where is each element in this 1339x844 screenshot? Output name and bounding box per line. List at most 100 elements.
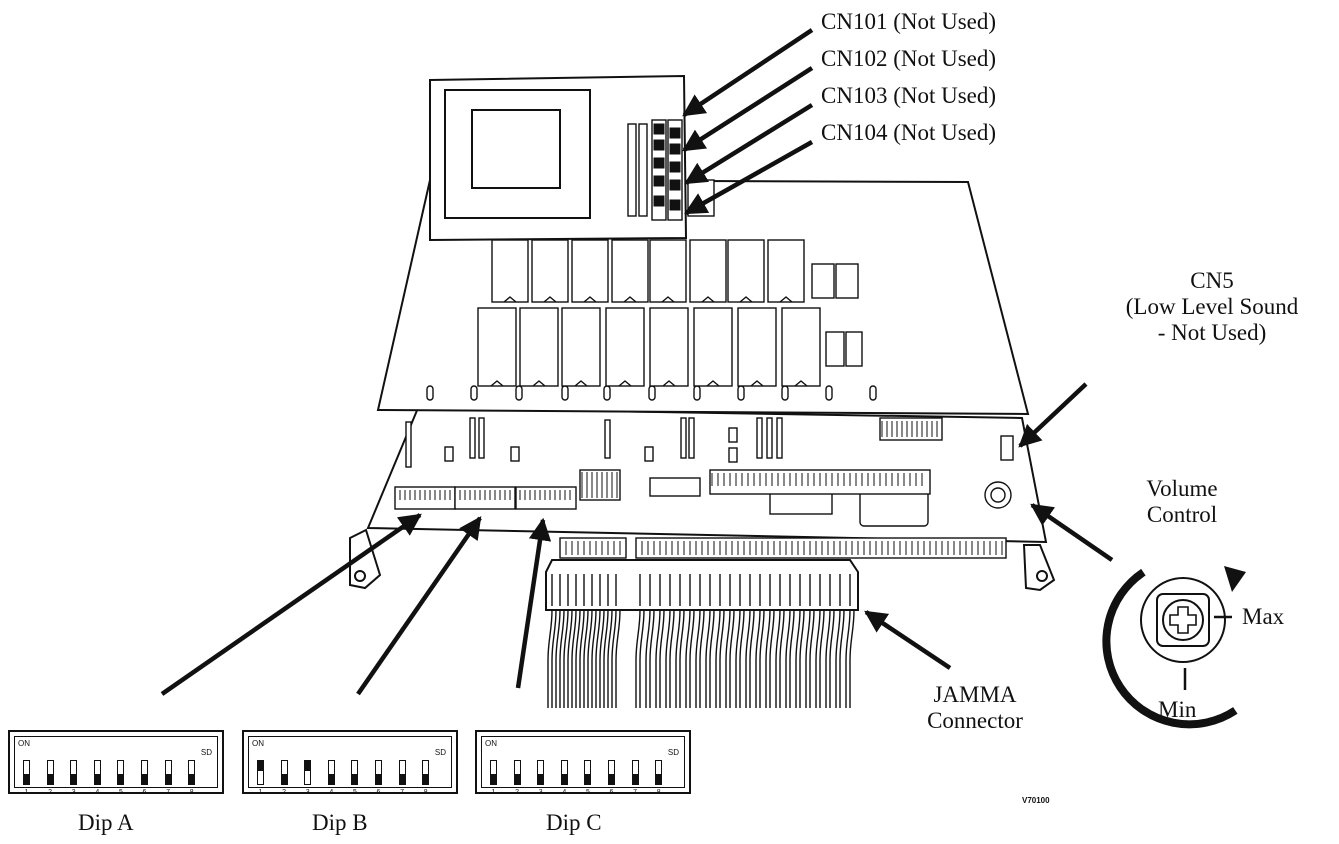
dip-a-label: Dip A — [78, 810, 134, 835]
standoff-hole — [781, 385, 789, 401]
standoff-hole — [561, 385, 569, 401]
dip-switch-2[interactable] — [513, 760, 521, 785]
dip-switch-2[interactable] — [46, 760, 54, 785]
dip-switch-6[interactable] — [608, 760, 615, 785]
jamma-wire — [599, 609, 605, 708]
jamma-wire — [785, 609, 791, 708]
cn5-label-line3: - Not Used) — [1157, 320, 1267, 345]
dip-switch-5[interactable] — [117, 760, 125, 785]
jamma-wire — [579, 609, 585, 708]
dip-switch-7[interactable] — [631, 760, 639, 785]
dip-switch-number: 3 — [305, 789, 310, 796]
dip-switch-4[interactable] — [93, 760, 101, 785]
connector-block — [669, 127, 681, 139]
dip-switch-3[interactable] — [304, 760, 312, 785]
rom-chip-bottom — [737, 307, 777, 387]
rom-chip-top — [531, 239, 569, 303]
dip-switch-knob — [47, 774, 53, 784]
jamma-wire — [669, 609, 675, 708]
jamma-wire — [559, 609, 565, 708]
dip-switch-number: 1 — [258, 789, 263, 796]
rom-chip-top — [649, 239, 687, 303]
dip-switch-1[interactable] — [257, 760, 264, 785]
volume-control-detail — [1140, 577, 1232, 690]
dip-switch-knob — [281, 774, 287, 784]
rom-chip-bottom — [477, 307, 517, 387]
dip-switch-3[interactable] — [537, 760, 545, 785]
dip-switch-number: 7 — [400, 789, 405, 796]
standoff-hole — [693, 385, 701, 401]
dip-switch-3[interactable] — [70, 760, 78, 785]
dip-switch-8[interactable] — [188, 760, 196, 785]
dip-switch-number: 5 — [352, 789, 357, 796]
connector-block — [653, 139, 665, 151]
dip-switch-2[interactable] — [280, 760, 288, 785]
jamma-wire — [655, 609, 661, 708]
rom-notch — [794, 380, 808, 387]
volume-label-line2: Control — [1146, 502, 1218, 527]
jamma-wire — [765, 609, 771, 708]
dip-on-label: ON — [252, 739, 264, 748]
cn5-label-line1: CN5 — [1190, 268, 1234, 293]
jamma-wire — [665, 609, 671, 708]
dip-switch-6[interactable] — [141, 760, 148, 785]
dip-switch-7[interactable] — [164, 760, 172, 785]
jamma-wire — [775, 609, 781, 708]
dip-switch-8[interactable] — [655, 760, 663, 785]
jamma-wire — [749, 609, 755, 708]
dip-switch-knob — [656, 774, 662, 784]
jamma-wire — [849, 609, 855, 708]
dip-sd-label: SD — [200, 748, 212, 757]
jamma-wire — [571, 609, 577, 708]
dip-switch-number: 6 — [609, 789, 614, 796]
max-label: Max — [1242, 604, 1285, 629]
dip-switch-4[interactable] — [560, 760, 568, 785]
edge-fingers — [559, 537, 1007, 559]
rom-chip-top — [689, 239, 727, 303]
lower-board-components — [394, 417, 1014, 527]
jamma-wire — [563, 609, 569, 708]
rom-notch — [750, 380, 764, 387]
jamma-wire — [639, 609, 645, 708]
jamma-wire — [769, 609, 775, 708]
jamma-wire — [739, 609, 745, 708]
dip-switch-4[interactable] — [327, 760, 335, 785]
dip-switch-1[interactable] — [23, 760, 30, 785]
dip-switch-knob — [328, 774, 334, 784]
dip-switch-knob — [423, 774, 429, 784]
dip-switch-5[interactable] — [351, 760, 359, 785]
dip-switch-7[interactable] — [398, 760, 406, 785]
standoff-hole — [825, 385, 833, 401]
cn5-label: CN5 (Low Level Sound - Not Used) — [1092, 268, 1332, 346]
dip-switch-number: 7 — [633, 789, 638, 796]
jamma-wire — [685, 609, 691, 708]
dip-switch-number: 8 — [423, 789, 428, 796]
rom-chip-top — [767, 239, 805, 303]
rom-chip-bottom — [561, 307, 601, 387]
jamma-wire — [839, 609, 845, 708]
jamma-wire — [699, 609, 705, 708]
dip-switch-knob — [94, 774, 100, 784]
dip-switch-8[interactable] — [422, 760, 430, 785]
rom-notch — [623, 296, 637, 303]
jamma-wire — [789, 609, 795, 708]
jamma-wire — [611, 609, 617, 708]
rom-notch — [543, 296, 557, 303]
jamma-wire — [547, 609, 553, 708]
rom-chip-bottom — [693, 307, 733, 387]
cn5-label-line2: (Low Level Sound — [1125, 294, 1299, 319]
jamma-wire — [825, 609, 831, 708]
jamma-wire — [829, 609, 835, 708]
jamma-wire — [555, 609, 561, 708]
dip-switch-6[interactable] — [375, 760, 382, 785]
daughter-board — [429, 74, 715, 242]
jamma-wire — [819, 609, 825, 708]
figure-code: V70100 — [1022, 796, 1050, 805]
jamma-wire — [709, 609, 715, 708]
dip-switch-1[interactable] — [490, 760, 497, 785]
jamma-wire — [615, 609, 621, 708]
rom-notch — [662, 380, 676, 387]
dip-switch-5[interactable] — [584, 760, 592, 785]
